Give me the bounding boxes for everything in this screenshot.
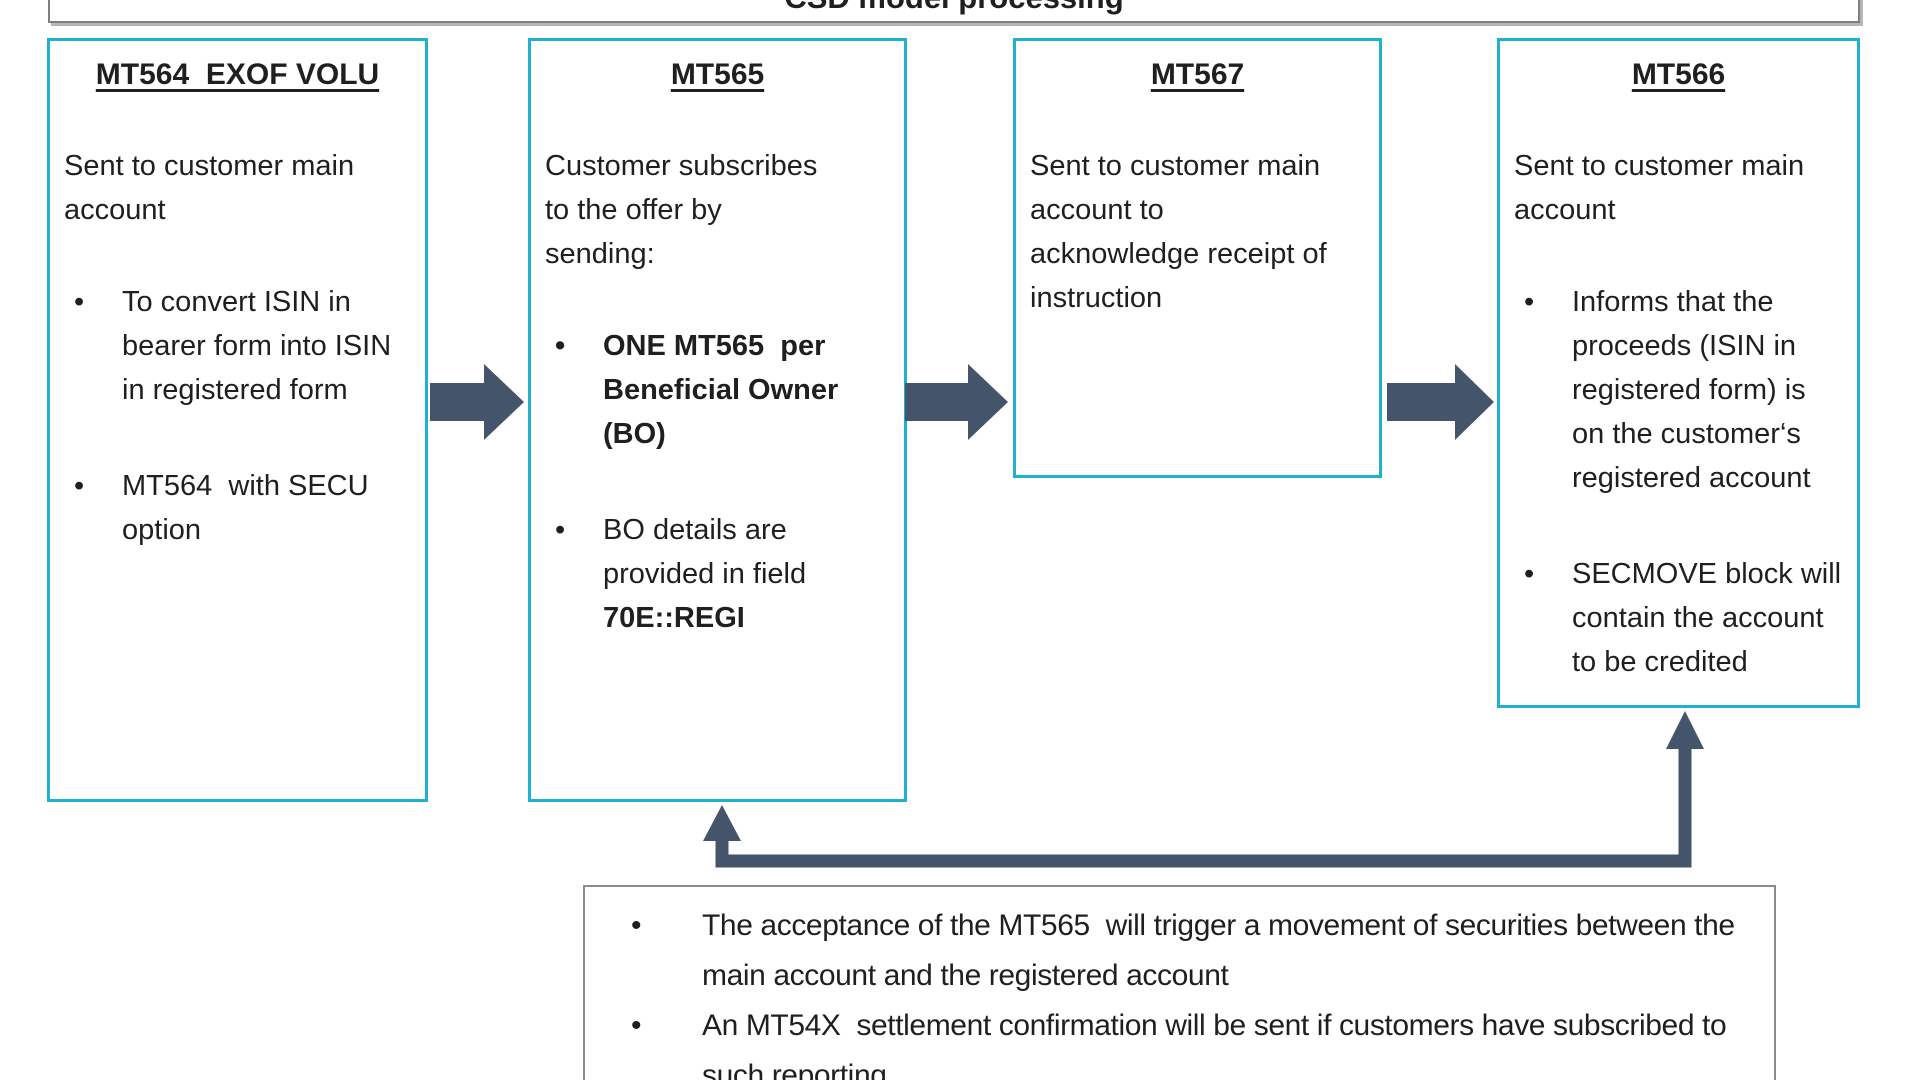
message-box-mt564: MT564 EXOF VOLU Sent to customer main ac…: [47, 38, 428, 802]
bullet-list-mt565: ONE MT565 per Beneficial Owner (BO) BO d…: [545, 324, 890, 640]
note-item: The acceptance of the MT565 will trigger…: [585, 901, 1774, 1001]
box-intro-mt564: Sent to customer main account: [64, 150, 363, 226]
note-item: An MT54X settlement confirmation will be…: [585, 1001, 1774, 1080]
bullet-item: Informs that the proceeds (ISIN in regis…: [1514, 280, 1843, 500]
message-box-mt566: MT566 Sent to customer main account Info…: [1497, 38, 1860, 708]
banner: CSD model processing: [48, 0, 1860, 23]
flow-arrow-2-icon: [905, 364, 1008, 440]
box-intro-mt565: Customer subscribes to the offer by send…: [545, 150, 826, 270]
bullet-item: BO details are provided in field 70E::RE…: [545, 508, 890, 640]
box-title-mt564: MT564 EXOF VOLU: [95, 58, 380, 91]
feedback-connector-arrowhead-right-icon: [1666, 711, 1704, 749]
bullet-item: To convert ISIN in bearer form into ISIN…: [64, 280, 411, 412]
note-bullet-list: The acceptance of the MT565 will trigger…: [585, 901, 1774, 1080]
bullet-item: ONE MT565 per Beneficial Owner (BO): [545, 324, 890, 456]
note-box: The acceptance of the MT565 will trigger…: [583, 885, 1776, 1080]
bullet-text: BO details are provided in field: [603, 514, 815, 590]
bullet-list-mt564: To convert ISIN in bearer form into ISIN…: [64, 280, 411, 552]
bullet-item: SECMOVE block will contain the account t…: [1514, 552, 1843, 684]
bullet-list-mt566: Informs that the proceeds (ISIN in regis…: [1514, 280, 1843, 684]
message-box-mt565: MT565 Customer subscribes to the offer b…: [528, 38, 907, 802]
box-title-mt565: MT565: [670, 58, 765, 91]
box-title-mt566: MT566: [1631, 58, 1726, 91]
flow-arrow-1-icon: [430, 364, 524, 440]
box-intro-mt566: Sent to customer main account: [1514, 150, 1813, 226]
message-box-mt567: MT567 Sent to customer main account to a…: [1013, 38, 1382, 478]
flow-arrow-3-icon: [1387, 364, 1494, 440]
box-title-mt567: MT567: [1150, 58, 1245, 91]
bullet-item: MT564 with SECU option: [64, 464, 411, 552]
banner-title: CSD model processing: [784, 0, 1123, 16]
box-intro-mt567: Sent to customer main account to acknowl…: [1030, 150, 1335, 314]
bullet-text-bold: 70E::REGI: [603, 602, 745, 634]
feedback-connector-arrowhead-left-icon: [703, 805, 741, 841]
